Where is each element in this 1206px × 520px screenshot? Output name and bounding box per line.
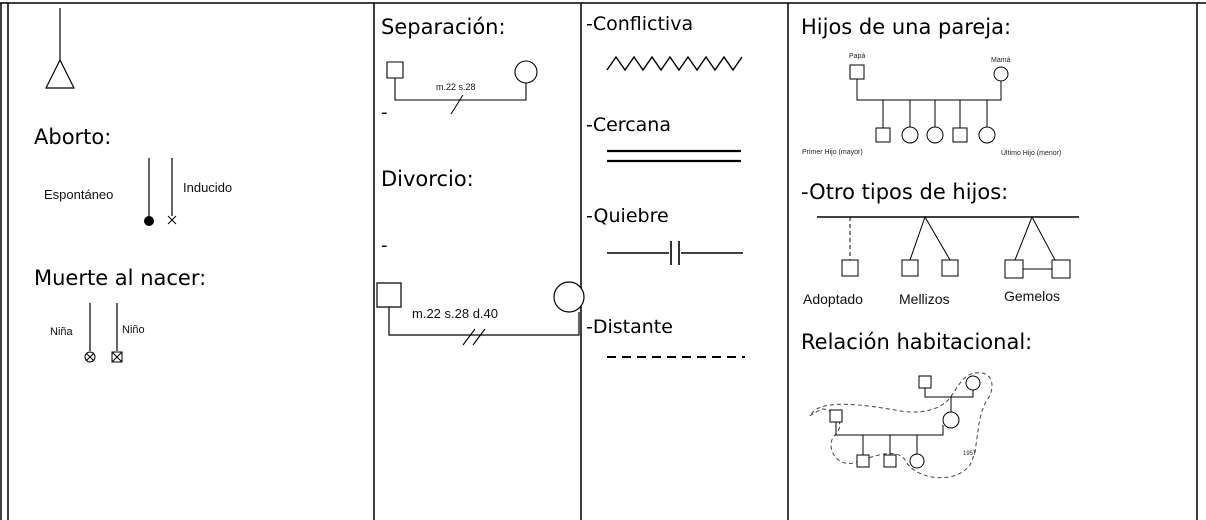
children-of-couple-diagram [840,60,1040,160]
child-types-diagram [800,210,1085,290]
distante-label: -Distante [586,316,673,338]
relacion-title: Relación habitacional: [801,330,1033,354]
dash-1: - [381,102,388,123]
inducido-label: Inducido [183,180,233,195]
cercana-label: -Cercana [586,114,671,136]
divorce-symbol-icon [373,279,595,351]
nina-label: Niña [50,326,73,338]
hijos-title: Hijos de una pareja: [801,15,1012,39]
conflict-zigzag-line [605,52,745,74]
nino-label: Niño [122,324,145,336]
divorcio-title: Divorcio: [381,167,474,191]
aborto-title: Aborto: [34,125,112,149]
mama-label: Mamá [991,57,1011,64]
mellizos-label: Mellizos [899,291,950,307]
close-double-line [607,148,743,164]
abortion-symbols-icon [144,158,180,226]
dash-2: - [381,235,388,256]
year-label: 1957 [963,451,977,457]
separation-symbol-icon [385,57,545,125]
pregnancy-symbol-icon [40,8,80,92]
household-diagram [805,365,1005,485]
gemelos-label: Gemelos [1004,288,1061,304]
conflictiva-label: -Conflictiva [586,13,694,35]
primer-hijo-label: Primer Hijo (mayor) [802,149,863,156]
separation-label: m.22 s.28 [436,82,476,92]
ultimo-hijo-label: Último Hijo (menor) [1001,150,1062,157]
quiebre-label: -Quiebre [586,205,669,227]
papa-label: Papá [849,53,866,60]
break-line [607,238,743,268]
muerte-title: Muerte al nacer: [34,266,207,290]
distant-dashed-line [607,354,745,360]
otros-title: -Otro tipos de hijos: [801,180,1009,204]
divorce-label: m.22 s.28 d.40 [412,306,498,321]
adoptado-label: Adoptado [803,291,863,307]
stillbirth-symbols-icon [80,303,132,367]
espontaneo-label: Espontáneo [44,187,114,202]
separacion-title: Separación: [381,15,506,39]
